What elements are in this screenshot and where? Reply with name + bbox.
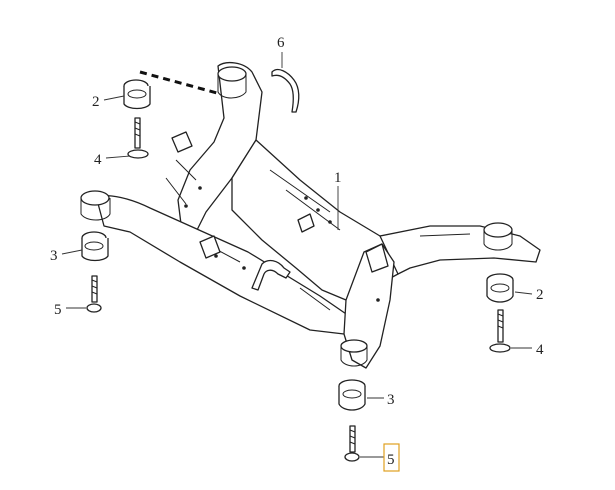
leader-2b [514,291,533,295]
callout-4-left[interactable]: 4 [94,152,102,168]
callout-5-left[interactable]: 5 [54,302,62,318]
bolt-part-4-left[interactable] [127,117,149,159]
callout-5-bottom-highlight [383,443,400,472]
leader-2a [103,95,125,101]
bolt-part-5-left[interactable] [86,275,102,313]
frame-hose [251,259,291,291]
bushing-part-3-left[interactable] [81,231,109,262]
callout-6[interactable]: 6 [277,35,285,51]
callout-3-bottom[interactable]: 3 [387,392,395,408]
callout-3-left[interactable]: 3 [50,248,58,264]
callout-2-right[interactable]: 2 [536,287,544,303]
leader-3a [61,249,83,255]
pipe-part-6[interactable] [271,68,300,113]
callout-4-right[interactable]: 4 [536,342,544,358]
leader-4a [105,155,131,159]
bushing-part-3-bottom[interactable] [338,379,366,411]
bolt-part-5-bottom[interactable] [344,425,360,462]
subframe-part-1[interactable] [80,61,541,369]
bushing-part-2-left[interactable] [123,79,151,110]
bolt-part-4-right[interactable] [489,309,511,353]
callout-2-left[interactable]: 2 [92,94,100,110]
callout-5-bottom[interactable]: 5 [387,452,395,468]
bushing-part-2-right[interactable] [486,273,514,303]
callout-1[interactable]: 1 [334,170,342,186]
